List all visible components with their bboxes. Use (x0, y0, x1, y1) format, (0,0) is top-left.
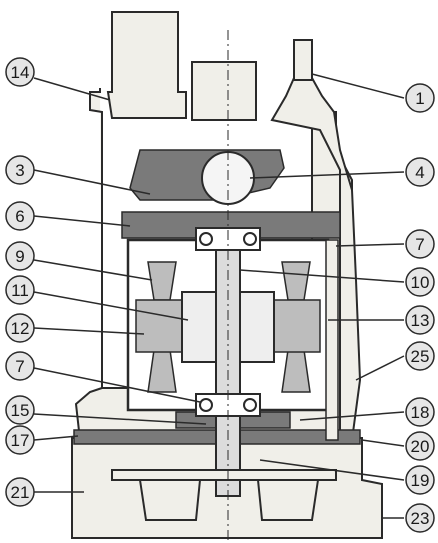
svg-text:7: 7 (15, 357, 24, 376)
callout-c3: 3 (5, 155, 35, 185)
svg-text:25: 25 (411, 347, 430, 366)
discharge-outlet (106, 11, 187, 119)
impeller (111, 469, 337, 521)
svg-text:20: 20 (411, 437, 430, 456)
svg-text:6: 6 (15, 207, 24, 226)
callout-c12: 12 (5, 313, 35, 343)
svg-text:21: 21 (11, 483, 30, 502)
svg-text:14: 14 (11, 63, 30, 82)
callout-c11: 11 (5, 275, 35, 305)
svg-text:13: 13 (411, 311, 430, 330)
power-cable (293, 39, 313, 81)
svg-text:18: 18 (411, 403, 430, 422)
svg-text:7: 7 (415, 235, 424, 254)
svg-text:9: 9 (15, 247, 24, 266)
callout-c1: 1 (405, 83, 435, 113)
callout-c19: 19 (405, 465, 435, 495)
svg-text:15: 15 (11, 401, 30, 420)
svg-text:17: 17 (11, 431, 30, 450)
svg-text:23: 23 (411, 509, 430, 528)
svg-text:4: 4 (415, 163, 424, 182)
motor-cap-top (191, 61, 257, 121)
callout-c6: 6 (5, 201, 35, 231)
callout-c20: 20 (405, 431, 435, 461)
callout-c18: 18 (405, 397, 435, 427)
callout-c21: 21 (5, 477, 35, 507)
svg-text:10: 10 (411, 273, 430, 292)
motor-flange-section (121, 211, 341, 239)
callout-c9: 9 (5, 241, 35, 271)
callout-c4: 4 (405, 157, 435, 187)
svg-text:19: 19 (411, 471, 430, 490)
svg-text:11: 11 (11, 281, 29, 300)
float-switch-tube (325, 239, 339, 441)
callout-c25: 25 (405, 341, 435, 371)
svg-text:3: 3 (15, 161, 24, 180)
callout-c23: 23 (405, 503, 435, 533)
svg-text:1: 1 (415, 89, 424, 108)
callout-c15: 15 (5, 395, 35, 425)
svg-text:12: 12 (11, 319, 30, 338)
leader-lines (33, 73, 405, 519)
callout-c7a: 7 (405, 229, 435, 259)
callout-c7b: 7 (5, 351, 35, 381)
callout-c14: 14 (5, 57, 35, 87)
callout-c13: 13 (405, 305, 435, 335)
callout-c10: 10 (405, 267, 435, 297)
callout-c17: 17 (5, 425, 35, 455)
